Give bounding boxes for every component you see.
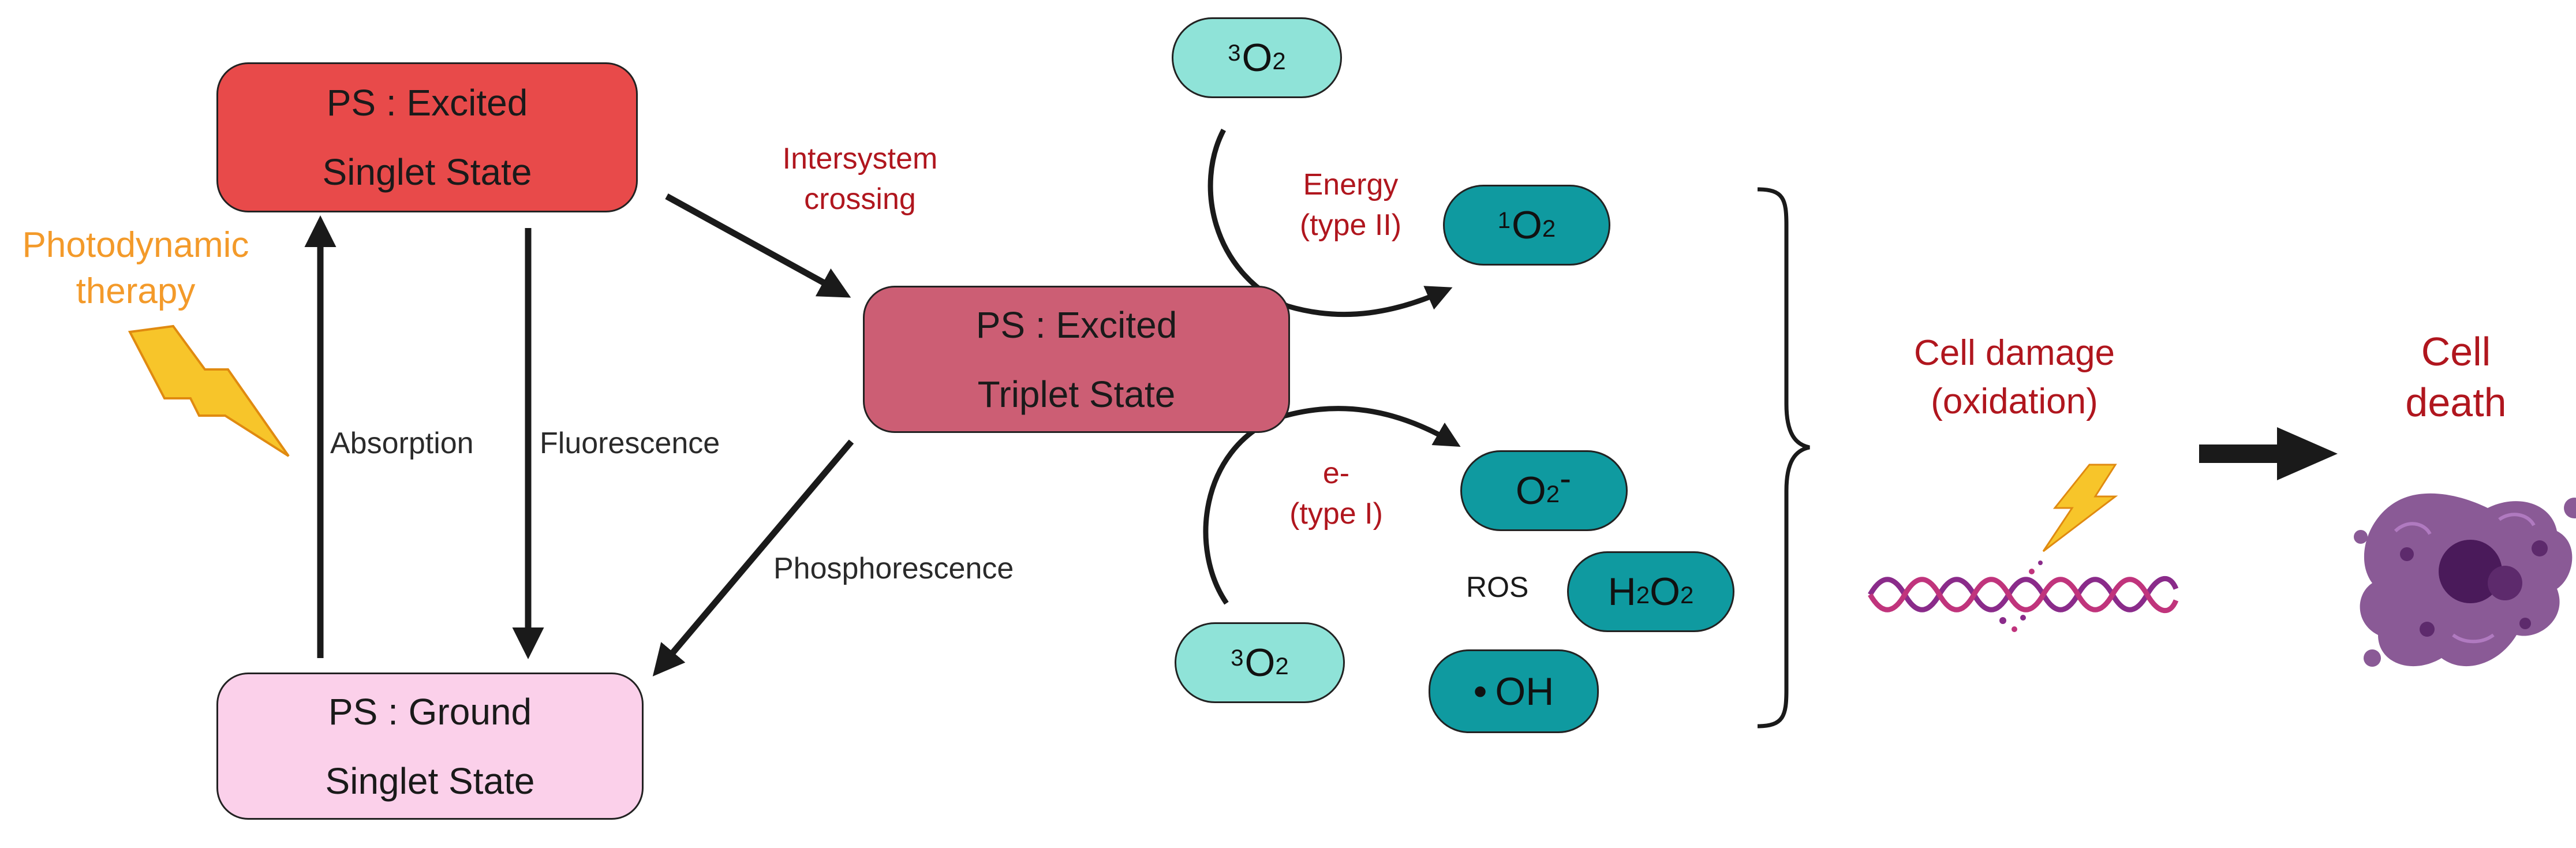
cell-damage-line2: (oxidation): [1931, 382, 2098, 421]
ros-label: ROS: [1466, 571, 1529, 603]
photodynamic-therapy-line1: Photodynamic: [22, 225, 249, 265]
cell-death-line1: Cell: [2421, 329, 2491, 374]
phosphorescence-arrow: [652, 439, 854, 677]
electron-type1-line1: e-: [1322, 457, 1350, 490]
dying-cell-icon: [2354, 493, 2576, 667]
triplet-oxygen-top-base: O: [1242, 36, 1273, 80]
excited-triplet-line1: PS : Excited: [975, 304, 1177, 346]
excited-triplet-state-box: PS : Excited Triplet State: [863, 286, 1290, 433]
excited-singlet-state-box: PS : Excited Singlet State: [216, 62, 638, 212]
singlet-oxygen-pre: 1: [1497, 207, 1511, 233]
electron-type1-line2: (type I): [1289, 497, 1383, 531]
excited-singlet-line1: PS : Excited: [326, 82, 528, 124]
singlet-oxygen-sub: 2: [1542, 215, 1556, 242]
superoxide-base: O: [1515, 469, 1546, 513]
hydroxyl-dot: •: [1473, 669, 1487, 713]
ros-grouping-brace: [1757, 187, 1810, 729]
fluorescence-label: Fluorescence: [540, 427, 720, 460]
triplet-oxygen-bottom-sub: 2: [1275, 652, 1289, 679]
cell-death-label: Cell death: [2384, 326, 2528, 428]
triplet-oxygen-top-pre: 3: [1228, 40, 1241, 66]
cell-damage-line1: Cell damage: [1913, 333, 2115, 373]
photodynamic-therapy-line2: therapy: [76, 271, 196, 311]
absorption-label: Absorption: [330, 427, 474, 460]
hydroxyl-base: OH: [1495, 669, 1554, 713]
dna-helix-icon: [1868, 561, 2179, 632]
singlet-oxygen-base: O: [1511, 203, 1542, 247]
h2o2-sub1: 2: [1636, 581, 1650, 608]
lightning-bolt-icon: [128, 324, 290, 457]
photodynamic-therapy-label: Photodynamic therapy: [17, 222, 254, 315]
energy-type2-line2: (type II): [1299, 208, 1402, 242]
cell-damage-label: Cell damage (oxidation): [1870, 329, 2159, 426]
intersystem-crossing-line2: crossing: [804, 182, 916, 216]
intersystem-crossing-arrow: [665, 193, 851, 298]
triplet-oxygen-bottom-pre: 3: [1231, 645, 1244, 671]
intersystem-crossing-line1: Intersystem: [782, 142, 938, 175]
h2o2-base1: H: [1607, 570, 1636, 614]
damage-lightning-icon: [2042, 464, 2118, 552]
electron-type1-label: e- (type I): [1270, 453, 1403, 534]
ground-singlet-state-box: PS : Ground Singlet State: [216, 673, 644, 820]
hydroxyl-radical-pill: •OH: [1429, 649, 1599, 733]
cell-death-line2: death: [2405, 380, 2507, 425]
ground-singlet-line2: Singlet State: [325, 760, 535, 802]
h2o2-base2: O: [1650, 570, 1680, 614]
triplet-oxygen-top-sub: 2: [1272, 47, 1286, 74]
phosphorescence-label: Phosphorescence: [773, 552, 1014, 585]
progression-arrow: [2199, 427, 2338, 480]
triplet-oxygen-bottom-base: O: [1244, 641, 1276, 685]
energy-type2-label: Energy (type II): [1278, 165, 1423, 245]
h2o2-sub2: 2: [1680, 581, 1694, 608]
ground-singlet-line1: PS : Ground: [328, 690, 532, 733]
intersystem-crossing-label: Intersystem crossing: [750, 139, 970, 219]
excited-singlet-line2: Singlet State: [322, 151, 532, 193]
excited-triplet-line2: Triplet State: [977, 373, 1176, 415]
superoxide-charge: -: [1560, 458, 1572, 498]
superoxide-sub: 2: [1546, 480, 1560, 507]
energy-type2-line1: Energy: [1303, 168, 1399, 201]
